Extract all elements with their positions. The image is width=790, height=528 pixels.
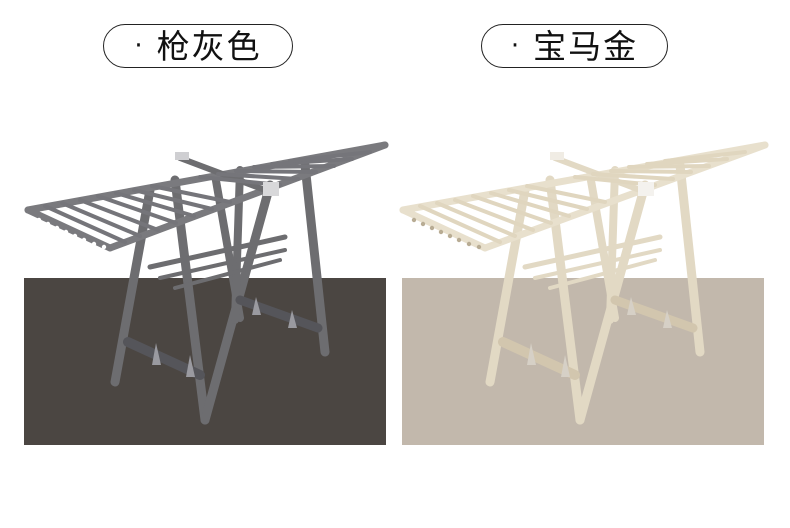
bullet-dot: · xyxy=(510,31,520,61)
color-option-bmw-gold-label: · 宝马金 xyxy=(481,24,668,68)
bullet-dot: · xyxy=(134,31,143,61)
color-name: 宝马金 xyxy=(533,26,639,66)
drying-rack-icon xyxy=(24,141,389,425)
hinge-plate xyxy=(638,182,654,196)
hinge-plate xyxy=(263,182,279,196)
product-image-gun-gray xyxy=(0,130,395,460)
drying-rack-icon xyxy=(399,141,769,425)
color-name: 枪灰色 xyxy=(156,26,262,66)
product-image-bmw-gold xyxy=(390,130,790,460)
color-option-gun-gray-label: · 枪灰色 xyxy=(103,24,293,68)
